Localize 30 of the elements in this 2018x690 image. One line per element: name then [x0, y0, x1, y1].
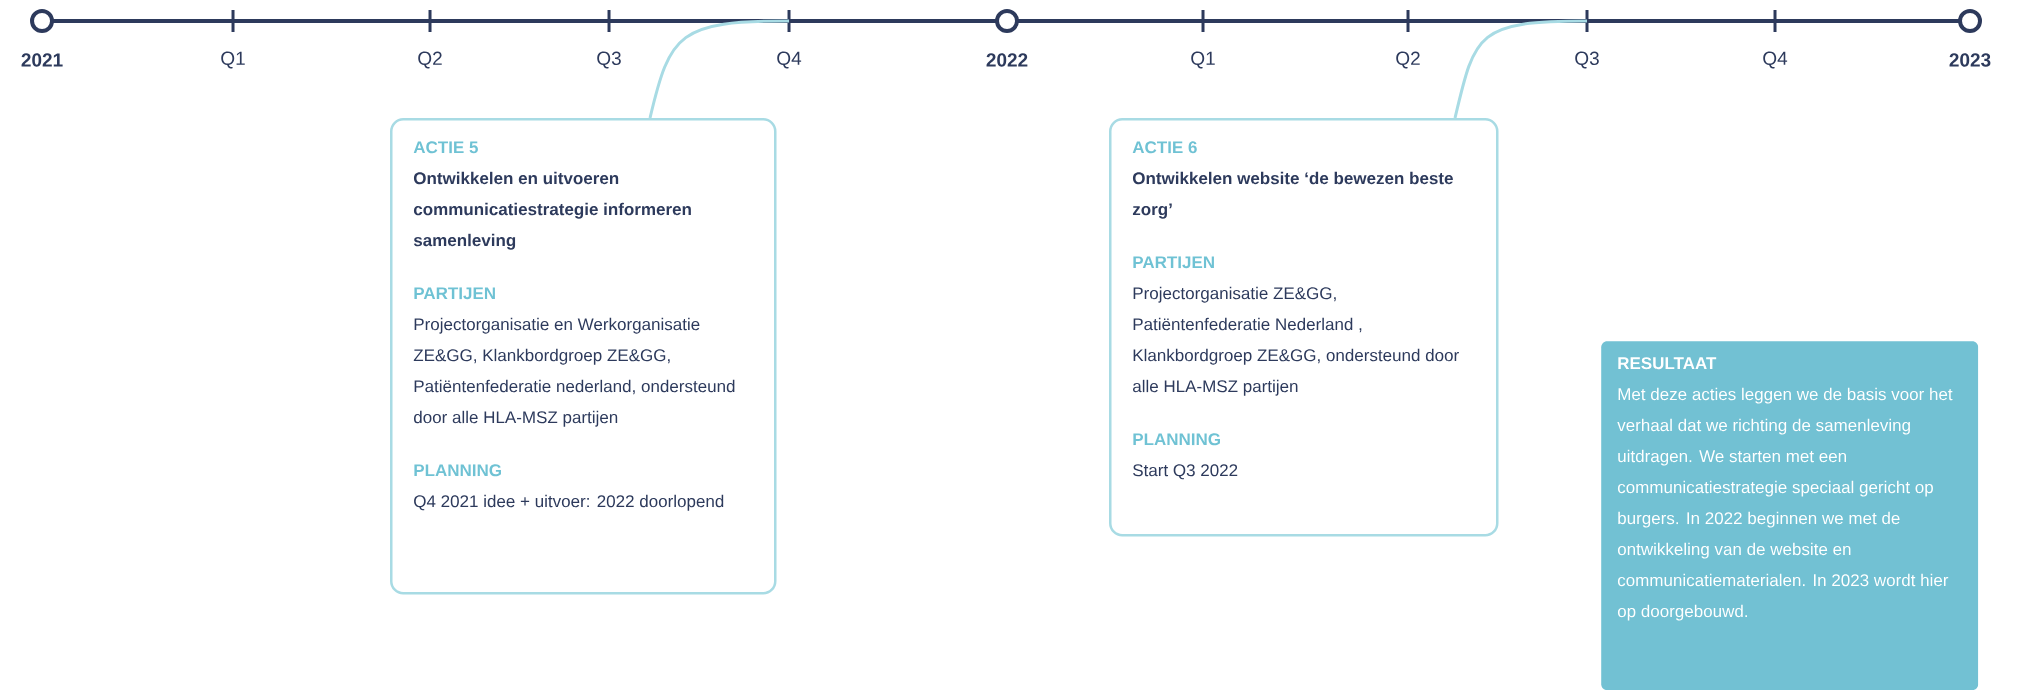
- result-text: Met deze acties leggen we de basis voor het verhaal dat we richting de samenleving uitdragen. We starten met een communicatiestrategie speciaal gericht op burgers. In 2022 beginnen we met de ontwikkeling van de website en communicatiematerialen. In 2023 wordt hier op doorgebouwd.: [1617, 387, 1953, 621]
- leader-line: [648, 19, 790, 119]
- section-heading: PARTIJEN: [1133, 256, 1214, 269]
- quarter-label: Q3: [597, 51, 621, 69]
- year-label: 2021: [21, 53, 63, 67]
- section-heading: ACTIE 6: [1132, 141, 1197, 154]
- result-box: [1601, 341, 1979, 690]
- quarter-label: Q2: [1396, 51, 1420, 69]
- action-title: Ontwikkelen website ‘de bewezen beste zorg’: [1132, 171, 1453, 219]
- section-heading: PLANNING: [1133, 433, 1220, 446]
- quarter-label: Q4: [777, 51, 802, 69]
- section-heading: PARTIJEN: [414, 287, 495, 300]
- body-text: Q4 2021 idee + uitvoer: 2022 doorlopend: [414, 494, 724, 511]
- quarter-label: Q4: [1763, 51, 1788, 69]
- body-text: Projectorganisatie en Werkorganisatie ZE&GG, Klankbordgroep ZE&GG, Patiëntenfederatie nederland, ondersteund door alle HLA-MSZ partijen: [413, 317, 735, 427]
- quarter-label: Q2: [418, 51, 442, 69]
- action-title: Ontwikkelen en uitvoeren communicatiestrategie informeren samenleving: [413, 171, 691, 250]
- body-text: Start Q3 2022: [1133, 464, 1238, 480]
- year-label: 2023: [1949, 53, 1991, 67]
- action-card: [390, 118, 777, 595]
- quarter-label: Q1: [1191, 51, 1215, 69]
- section-heading: PLANNING: [414, 464, 501, 477]
- year-label: 2022: [986, 53, 1028, 67]
- result-heading: RESULTAAT: [1618, 357, 1717, 370]
- quarter-label: Q1: [221, 51, 245, 69]
- leader-line: [1453, 19, 1588, 119]
- quarter-label: Q3: [1575, 51, 1599, 69]
- section-heading: ACTIE 5: [413, 141, 478, 154]
- body-text: Projectorganisatie ZE&GG, Patiëntenfederatie Nederland , Klankbordgroep ZE&GG, ondersteund door alle HLA-MSZ partijen: [1133, 286, 1459, 396]
- action-card: [1109, 118, 1499, 537]
